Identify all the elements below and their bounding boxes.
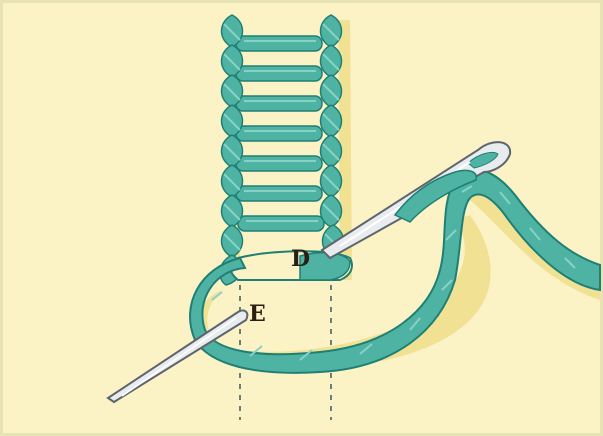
ladder-rungs: [236, 36, 324, 231]
point-label-e: E: [249, 303, 266, 325]
point-label-d: D: [291, 248, 310, 270]
